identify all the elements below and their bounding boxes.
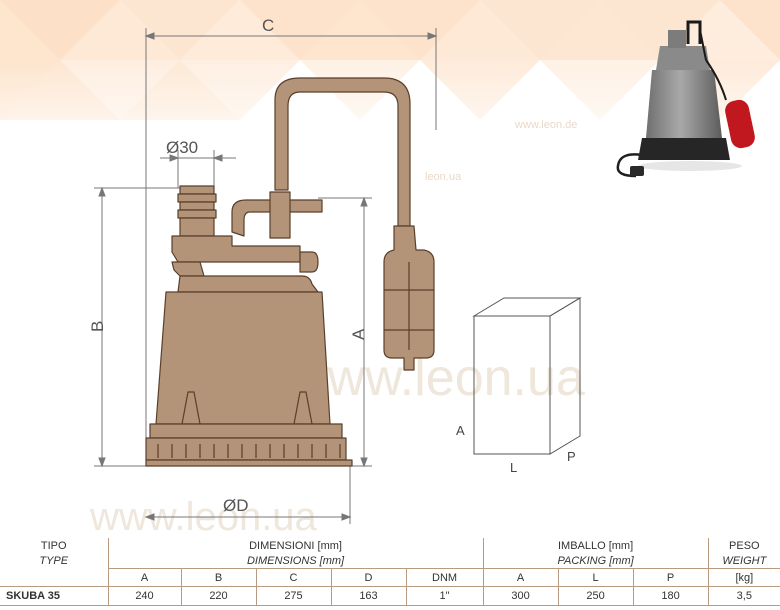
cell-pack-l: 250	[557, 586, 634, 606]
subheader-dnm: DNM	[405, 568, 484, 587]
subheader-c: C	[255, 568, 331, 587]
box-label-p: P	[567, 449, 576, 464]
subheader-a: A	[107, 568, 181, 587]
box-label-l: L	[510, 460, 517, 475]
header-packing-it: IMBALLO [mm]	[482, 538, 709, 553]
cell-b: 220	[180, 586, 256, 606]
dimension-label-b: B	[88, 321, 107, 332]
table-header-row-1: TIPO DIMENSIONI [mm] IMBALLO [mm] PESO	[0, 538, 780, 553]
table-row: SKUBA 35 240 220 275 163 1" 300 250 180 …	[0, 586, 780, 606]
header-weight-en: WEIGHT	[707, 553, 780, 569]
dimension-c	[144, 28, 438, 460]
pump-base-slots	[157, 444, 341, 458]
header-type-it: TIPO	[40, 539, 67, 552]
watermark-text-large: www.leon.ua	[289, 349, 585, 407]
header-dimensions-en: DIMENSIONS [mm]	[107, 553, 484, 569]
watermark-text-small: www.leon.de	[514, 119, 577, 131]
pump-photo-icon	[616, 20, 755, 178]
cell-pack-p: 180	[632, 586, 709, 606]
header-packing-en: PACKING [mm]	[482, 553, 709, 569]
subheader-pack-l: L	[557, 568, 634, 587]
table-subheader-row: A B C D DNM A L P [kg]	[0, 568, 780, 587]
dimension-label-a: A	[349, 328, 368, 340]
subheader-pack-a: A	[482, 568, 559, 587]
box-label-a: A	[456, 423, 465, 438]
watermark: www.leon.ua www.leon.ua www.leon.de leon…	[89, 119, 585, 539]
watermark-text-small-2: leon.ua	[425, 171, 462, 183]
package-box-icon	[472, 297, 582, 455]
row-model: SKUBA 35	[0, 586, 108, 606]
pump-drawing-icon	[145, 77, 435, 467]
cell-a: 240	[107, 586, 181, 606]
cell-pack-a: 300	[482, 586, 559, 606]
header-type-en: TYPE	[39, 554, 69, 567]
spec-table-container: TIPO DIMENSIONI [mm] IMBALLO [mm] PESO T…	[0, 538, 780, 606]
dimension-a	[318, 196, 372, 468]
cell-d: 163	[330, 586, 406, 606]
table-header-row-2: TYPE DIMENSIONS [mm] PACKING [mm] WEIGHT	[0, 553, 780, 569]
subheader-empty	[0, 569, 108, 587]
dimension-label-c: C	[262, 16, 274, 35]
header-dimensions-it: DIMENSIONI [mm]	[107, 538, 484, 553]
spec-table: TIPO DIMENSIONI [mm] IMBALLO [mm] PESO T…	[0, 538, 780, 606]
subheader-b: B	[180, 568, 256, 587]
technical-drawing: www.leon.ua www.leon.ua www.leon.de leon…	[0, 0, 780, 539]
cell-c: 275	[255, 586, 331, 606]
cell-weight: 3,5	[707, 586, 780, 606]
subheader-d: D	[330, 568, 406, 587]
dimension-label-outlet: Ø30	[166, 138, 198, 157]
cell-dnm: 1"	[405, 586, 484, 606]
dimension-b	[94, 186, 180, 468]
subheader-pack-p: P	[632, 568, 709, 587]
dimension-d	[144, 466, 352, 524]
technical-drawing-area: www.leon.ua www.leon.ua www.leon.de leon…	[0, 0, 780, 539]
dimension-outlet	[160, 150, 236, 188]
dimension-label-d: ØD	[223, 496, 249, 515]
header-weight-it: PESO	[707, 538, 780, 553]
subheader-kg: [kg]	[707, 568, 780, 587]
